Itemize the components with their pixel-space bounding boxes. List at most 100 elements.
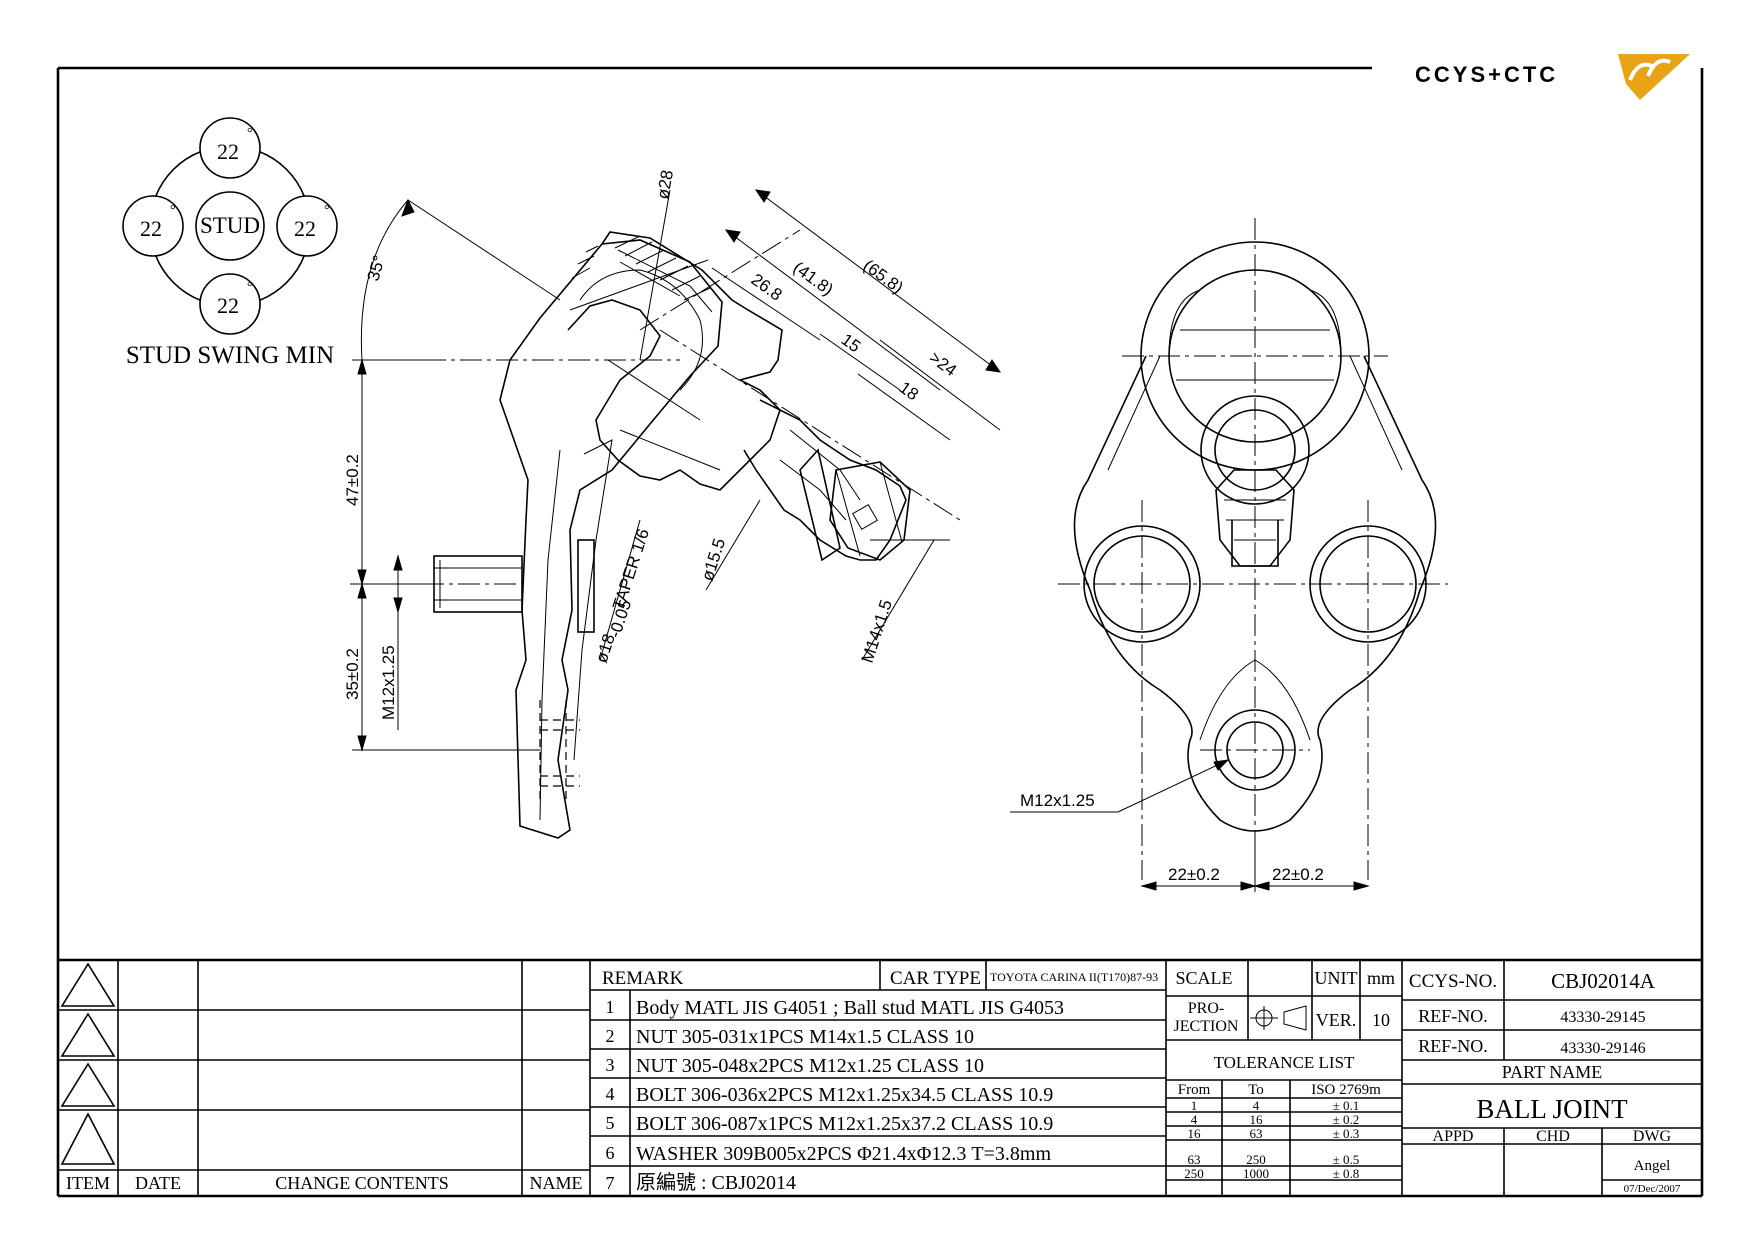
tolerance-title: TOLERANCE LIST [1214, 1053, 1355, 1072]
dim-65-8: (65.8) [860, 256, 907, 297]
dim-24: >24 [926, 348, 961, 380]
degree-mark: ° [170, 203, 176, 218]
remark-text: NUT 305-048x2PCS M12x1.25 CLASS 10 [636, 1055, 984, 1077]
dim-phi28: ø28 [653, 169, 677, 201]
front-castle-nut [1215, 469, 1295, 567]
tolerance-cell: ± 0.1 [1333, 1098, 1360, 1113]
front-view: M12x1.25 22±0.2 22±0.2 [1010, 218, 1448, 892]
remark-no: 1 [606, 997, 615, 1017]
remark-text: NUT 305-031x1PCS M14x1.5 CLASS 10 [636, 1026, 974, 1048]
remark-no: 6 [606, 1143, 615, 1163]
appd-label: APPD [1433, 1128, 1474, 1145]
tolerance-cell: ± 0.3 [1333, 1126, 1360, 1141]
part-info-block: CCYS-NO. CBJ02014A REF-NO. 43330-29145 R… [1402, 960, 1702, 1196]
chd-label: CHD [1536, 1128, 1570, 1145]
tolerance-cell: 63 [1250, 1126, 1263, 1141]
part-name-label: PART NAME [1502, 1062, 1602, 1082]
tolerance-header: ISO 2769m [1311, 1082, 1381, 1098]
swing-circle-center [195, 191, 265, 261]
degree-mark: ° [247, 126, 253, 141]
side-view: ø28 35° (65.8) (41.8) 26.8 15 >24 18 47±… [343, 169, 1002, 839]
revision-header-change: CHANGE CONTENTS [275, 1173, 449, 1193]
castle-nut [829, 461, 911, 561]
degree-mark: ° [247, 280, 253, 295]
dim-22-right: 22±0.2 [1272, 865, 1324, 884]
logo-text: CCYS+CTC [1415, 62, 1558, 87]
tolerance-header: To [1248, 1082, 1264, 1098]
tolerance-cell: 1 [1191, 1098, 1198, 1113]
remark-no: 2 [606, 1026, 615, 1046]
revision-header-item: ITEM [66, 1173, 110, 1193]
remark-no: 7 [606, 1173, 615, 1193]
remark-text: BOLT 306-036x2PCS M12x1.25x34.5 CLASS 10… [636, 1084, 1053, 1106]
ver-label: VER. [1316, 1010, 1357, 1030]
tolerance-cell: 250 [1184, 1166, 1204, 1181]
tolerance-cell: 1000 [1243, 1166, 1269, 1181]
company-logo: CCYS+CTC [1415, 54, 1690, 100]
ref-no-label: REF-NO. [1418, 1006, 1488, 1026]
unit-value: mm [1367, 968, 1395, 988]
swing-right-value: 22 [294, 216, 316, 241]
bolt-hole-left [1083, 525, 1201, 643]
stud-swing-title: STUD SWING MIN [126, 342, 334, 369]
projection-symbol-icon [1250, 1005, 1307, 1031]
remark-header: REMARK [602, 968, 684, 989]
ref-no: 43330-29145 [1560, 1009, 1645, 1026]
tolerance-cell: ± 0.2 [1333, 1112, 1360, 1127]
remark-no: 3 [606, 1055, 615, 1075]
ccys-no-label: CCYS-NO. [1409, 971, 1497, 992]
car-type-label: CAR TYPE [890, 968, 981, 989]
dim-41-8: (41.8) [790, 258, 837, 299]
tolerance-cell: 16 [1188, 1126, 1202, 1141]
swing-circle-top [199, 117, 261, 179]
swing-circle-bottom [199, 273, 261, 335]
tolerance-cell: 63 [1188, 1152, 1201, 1167]
tolerance-cell: 4 [1253, 1098, 1260, 1113]
projection-label: JECTION [1174, 1018, 1239, 1035]
revision-table: ITEM DATE CHANGE CONTENTS NAME [58, 960, 591, 1196]
ref-no-label: REF-NO. [1418, 1036, 1488, 1056]
front-dimensions [1010, 759, 1370, 892]
title-block: SCALE UNIT mm PRO- JECTION VER. 10 TOLER… [1166, 960, 1403, 1196]
stud-label: STUD [200, 213, 260, 238]
dim-22-left: 22±0.2 [1168, 865, 1220, 884]
ver-value: 10 [1372, 1010, 1390, 1030]
taper-label: TAPER 1/6 [609, 526, 653, 612]
swing-left-value: 22 [140, 216, 162, 241]
section-hatching [571, 235, 711, 301]
projection-label: PRO- [1188, 1000, 1224, 1017]
dim-47: 47±0.2 [343, 454, 362, 506]
tolerance-cell: ± 0.8 [1333, 1166, 1360, 1181]
remark-text: BOLT 306-087x1PCS M12x1.25x37.2 CLASS 10… [636, 1113, 1053, 1135]
dim-15: 15 [838, 330, 864, 356]
swing-bottom-value: 22 [217, 293, 239, 318]
car-type-value: TOYOTA CARINA II(T170)87-93 [990, 970, 1158, 984]
tolerance-header: From [1178, 1082, 1211, 1098]
swing-top-value: 22 [217, 139, 239, 164]
remark-text: 原編號 : CBJ02014 [636, 1171, 796, 1194]
stud-swing-diagram: STUD 22 22 22 22 ° ° ° ° STUD SWING MIN [122, 117, 338, 369]
drafter-name: Angel [1634, 1158, 1671, 1174]
scale-label: SCALE [1175, 968, 1232, 988]
remarks-table: REMARK CAR TYPE TOYOTA CARINA II(T170)87… [590, 960, 1167, 1196]
dim-m14: M14x1.5 [858, 597, 896, 665]
tolerance-cell: 16 [1250, 1112, 1264, 1127]
dim-m12-side: M12x1.25 [379, 645, 398, 720]
logo-mark-icon [1618, 54, 1690, 100]
remark-text: WASHER 309B005x2PCS Φ21.4xΦ12.3 T=3.8mm [636, 1143, 1051, 1165]
unit-label: UNIT [1315, 968, 1358, 988]
revision-header-date: DATE [135, 1173, 181, 1193]
swing-circle-left [122, 195, 184, 257]
ccys-no: CBJ02014A [1551, 969, 1656, 993]
remark-no: 4 [606, 1084, 615, 1104]
ball-stud-shaft [743, 399, 907, 561]
dim-m12-front: M12x1.25 [1020, 791, 1095, 810]
degree-mark: ° [324, 203, 330, 218]
ref-no: 43330-29146 [1560, 1040, 1645, 1057]
remark-text: Body MATL JIS G4051 ; Ball stud MATL JIS… [636, 997, 1064, 1019]
dim-26-8: 26.8 [748, 270, 786, 305]
ball-joint-body-outline [499, 239, 723, 839]
dwg-label: DWG [1633, 1128, 1672, 1145]
swing-circle-right [276, 195, 338, 257]
